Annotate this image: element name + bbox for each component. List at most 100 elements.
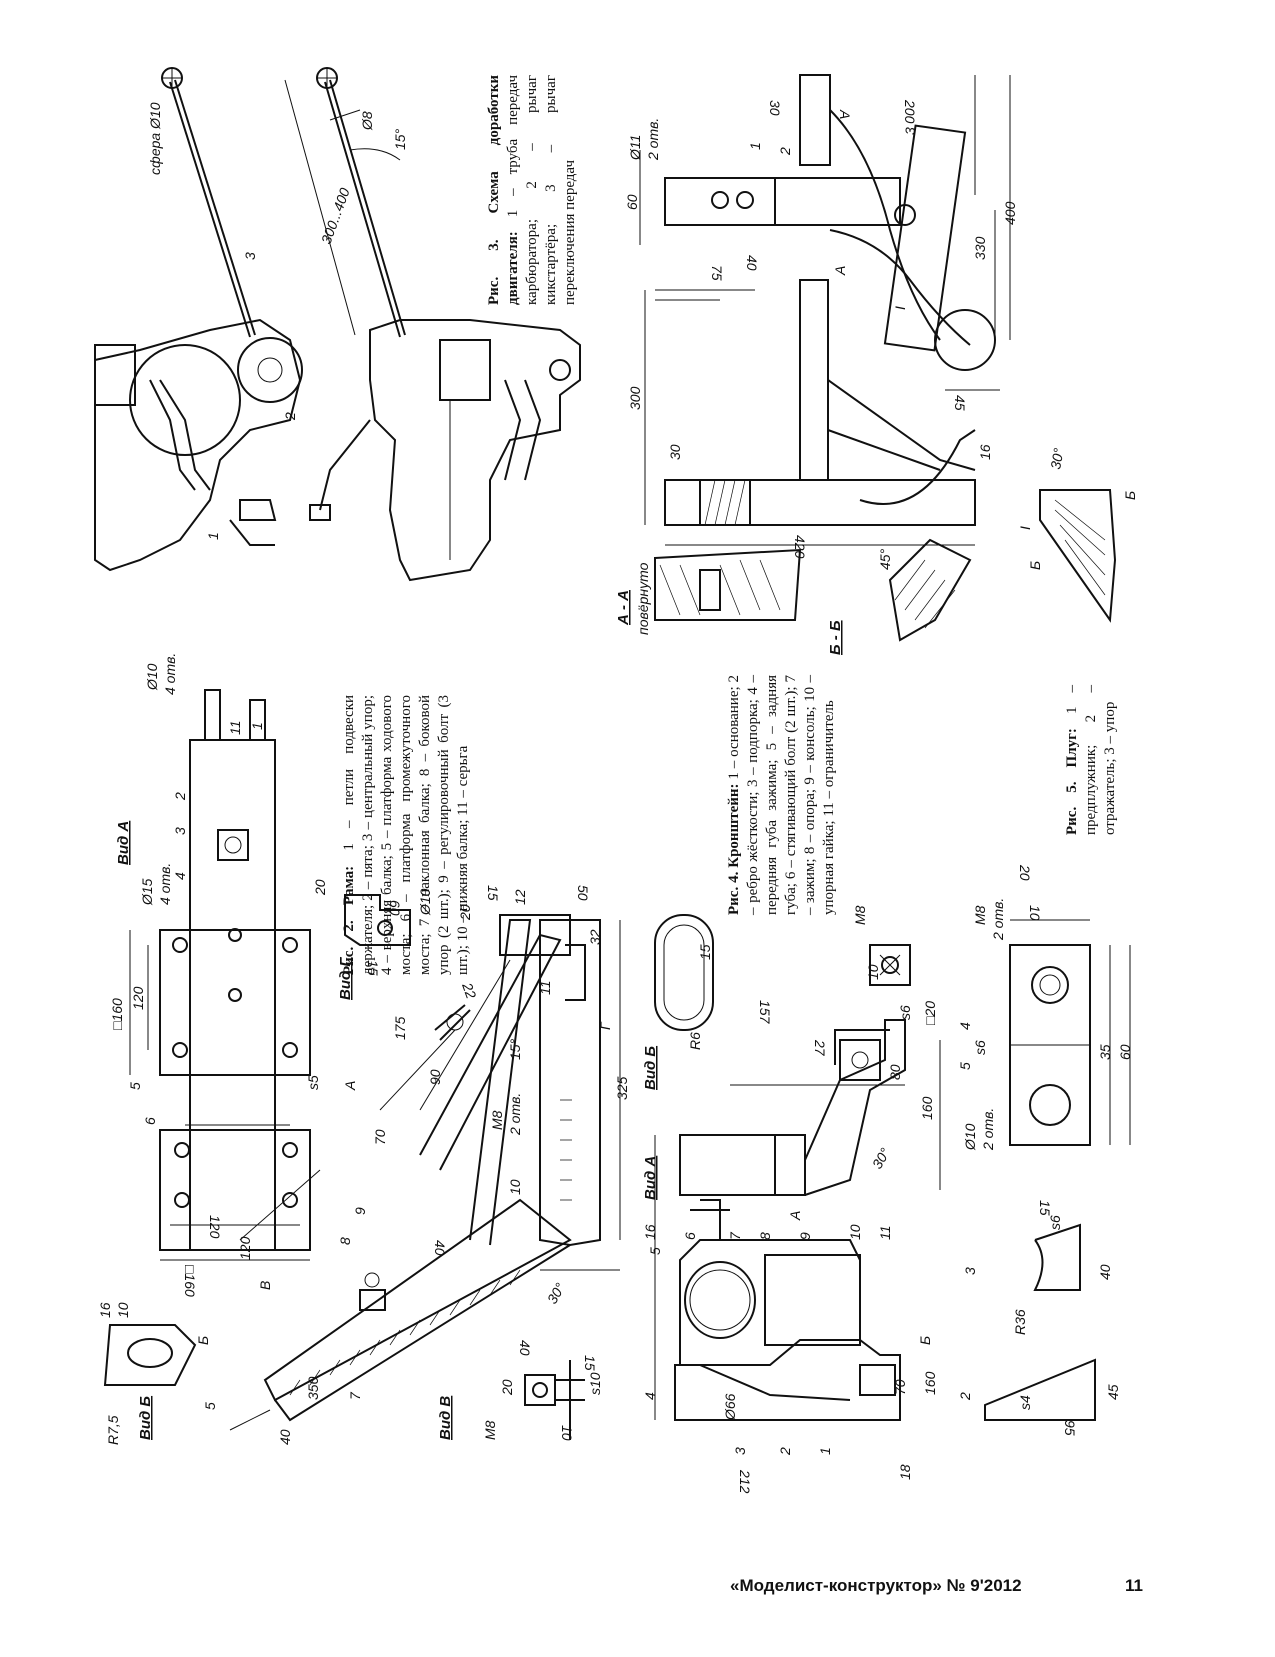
label-part-m8: M8 (972, 905, 988, 925)
label-fig2-11: 11 (227, 720, 243, 735)
label-part-95: 95 (1062, 1420, 1078, 1436)
label-fig2-15c: 15 (582, 1355, 598, 1371)
fig2-bolt-holes (172, 928, 298, 1208)
label-section-bb: Б - Б (827, 620, 844, 655)
label-fig2-12: 12 (512, 889, 528, 905)
label-fig2-7: 7 (347, 1391, 363, 1400)
label-fig2-10: 10 (115, 1302, 131, 1318)
label-fig3-2: 2 (282, 412, 298, 421)
label-part-s6: s6 (1047, 1215, 1063, 1230)
label-fig4-6: 6 (682, 1232, 698, 1240)
label-fig5-200: 200 (902, 99, 918, 124)
label-fig3-300-400: 300...400 (318, 185, 353, 246)
label-fig5-2otv: 2 отв. (645, 118, 661, 161)
label-part-35: 35 (1097, 1044, 1113, 1060)
label-fig2-325: 325 (614, 1076, 630, 1100)
label-part-s6b: s6 (972, 1040, 988, 1055)
label-fig5-330: 330 (972, 236, 988, 260)
label-fig2-10b: 10 (507, 1179, 523, 1195)
label-fig4-18: 18 (897, 1464, 913, 1480)
label-fig2-5b: 5 (202, 1402, 218, 1410)
label-fig5-2: 2 (777, 147, 793, 156)
fig2-frame-drawing (103, 689, 621, 1440)
label-fig4-b: Б (917, 1336, 933, 1345)
caption-fig4: Рис. 4. Кронштейн: 1 – основание; 2 – ре… (725, 675, 839, 915)
label-fig3-d8: Ø8 (359, 111, 375, 131)
caption-fig4-text: 1 – основание; 2 – ребро жёсткости; 3 – … (726, 674, 837, 915)
label-part-s4: s4 (1017, 1395, 1033, 1410)
label-fig5-16: 16 (977, 444, 993, 460)
label-part-40: 40 (1097, 1264, 1113, 1280)
label-fig4-1: 1 (817, 1447, 833, 1455)
label-fig2-g: Г (597, 1021, 613, 1030)
label-fig5-3: 3 (902, 127, 918, 135)
label-fig5-420: 420 (792, 535, 808, 559)
label-fig4-3: 3 (732, 1447, 748, 1455)
label-fig5-400: 400 (1002, 201, 1018, 225)
label-fig2-15: 15 (365, 960, 381, 976)
label-vid-a-fig2: Вид А (115, 821, 132, 865)
caption-fig2: Рис. 2. Рама: 1 – петли подвески держате… (340, 695, 473, 975)
label-fig5-d11: Ø11 (627, 135, 643, 161)
label-fig5-a: А (837, 109, 853, 119)
label-part-10: 10 (1027, 905, 1043, 921)
label-part-20: 20 (1017, 864, 1033, 881)
label-fig2-350: 350 (305, 1376, 321, 1400)
label-part-60: 60 (1117, 1044, 1133, 1060)
label-fig2-120b: 120 (207, 1215, 223, 1239)
label-vid-g: Вид Г (337, 957, 354, 1000)
label-fig5-b1: Б (1027, 561, 1043, 570)
label-fig2-40b: 40 (277, 1429, 293, 1445)
label-fig4-10circle: 10 (865, 964, 881, 980)
label-fig4-30deg: 30° (869, 1145, 894, 1172)
label-part-d10: Ø10 (962, 1123, 978, 1151)
label-vid-v: Вид В (437, 1396, 454, 1440)
label-fig2-8: 8 (337, 1237, 353, 1245)
label-fig2-4otv-b: 4 отв. (157, 863, 173, 905)
label-fig4-160b: 160 (919, 1096, 935, 1120)
label-fig2-60: 60 (387, 900, 403, 916)
label-fig2-22: 22 (459, 980, 480, 1001)
label-fig2-sq160b: □160 (182, 1265, 198, 1297)
label-fig4-2: 2 (777, 1447, 793, 1456)
label-fig5-30: 30 (767, 100, 783, 116)
label-fig2-120c: 120 (237, 1236, 253, 1260)
label-fig4-r6: R6 (687, 1032, 703, 1050)
label-fig4-m8: M8 (852, 905, 868, 925)
label-fig2-4: 4 (172, 872, 188, 880)
label-fig4-15: 15 (697, 944, 713, 960)
label-fig5-1: 1 (747, 142, 763, 150)
label-rotated: повёрнуто (635, 562, 651, 635)
label-part-5: 5 (957, 1062, 973, 1070)
label-fig5-45: 45 (952, 395, 968, 411)
label-fig2-20c: 20 (499, 1379, 515, 1396)
label-fig2-50: 50 (575, 885, 591, 901)
label-fig2-40c: 40 (517, 1340, 533, 1356)
label-fig2-40: 40 (432, 1240, 448, 1256)
caption-fig2-text: 1 – петли подвески держателя; 2 – пята; … (341, 694, 471, 975)
fig4-bracket-drawing (654, 914, 941, 1421)
label-part-2otvb: 2 отв. (990, 898, 1006, 941)
label-fig2-4otv: 4 отв. (162, 653, 178, 695)
label-fig2-2: 2 (172, 792, 188, 801)
label-fig5-60: 60 (624, 194, 640, 210)
parts-drawing (984, 919, 1131, 1421)
footer-page-number: 11 (1125, 1576, 1143, 1595)
label-fig2-s10: s10 (587, 1372, 603, 1395)
label-fig2-sq160: □160 (109, 998, 125, 1030)
label-fig4-212: 212 (737, 1469, 753, 1494)
label-fig4-157: 157 (757, 1000, 773, 1025)
fig5-plough-drawing (639, 74, 1117, 642)
label-fig5-30deg: 30° (1047, 446, 1067, 470)
label-fig2-d10: Ø10 (144, 663, 160, 691)
label-fig2-20b: 20 (457, 904, 473, 921)
caption-fig3: Рис. 3. Схема доработки двигателя: 1 – т… (485, 75, 580, 305)
label-fig2-11: 11 (537, 980, 553, 995)
label-part-2: 2 (957, 1392, 973, 1401)
label-part-3: 3 (962, 1267, 978, 1275)
label-fig2-10c: 10 (559, 1425, 575, 1441)
label-vid-a-fig4: Вид А (642, 1156, 659, 1200)
label-fig4-10: 10 (847, 1224, 863, 1240)
label-fig5-I: I (892, 306, 908, 310)
